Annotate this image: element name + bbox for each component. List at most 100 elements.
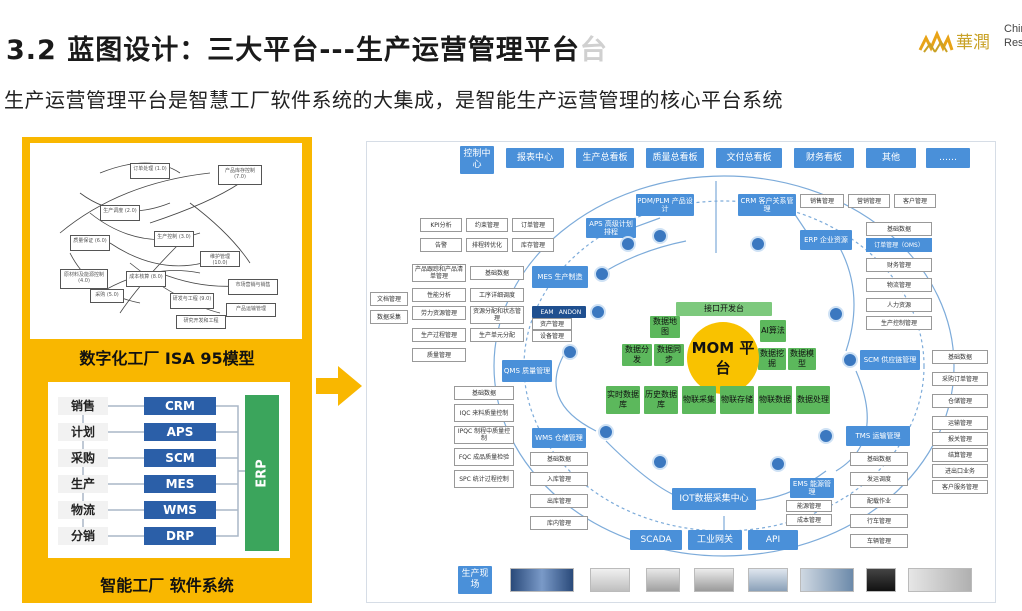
mes-inner-item: 资产管理 xyxy=(532,318,572,330)
ems-sub-item: 能源管理 xyxy=(786,500,832,512)
top-item-other[interactable]: 其他 xyxy=(866,148,916,168)
sw-stage-plan: 计划 xyxy=(58,423,108,441)
mom-green-item: 数据模型 xyxy=(788,348,816,370)
module-wms[interactable]: WMS 仓储管理 xyxy=(532,428,586,448)
connector-node xyxy=(652,228,668,244)
scm-sub-item: 报关管理 xyxy=(932,432,988,446)
mes-sub-item: 资源分配和状态管理 xyxy=(470,306,524,324)
connector-node xyxy=(594,266,610,282)
module-scm[interactable]: SCM 供应链管理 xyxy=(860,350,920,370)
mom-data-item: 物联采集 xyxy=(682,386,716,414)
scm-sub-item: 基础数据 xyxy=(932,350,988,364)
scm-sub-item: 仓储管理 xyxy=(932,394,988,408)
scm-sub-item: 结算管理 xyxy=(932,448,988,462)
qms-sub-item: IQC 来料质量控制 xyxy=(454,404,514,422)
sw-erp: ERP xyxy=(245,395,279,551)
module-crm[interactable]: CRM 客户关系管理 xyxy=(738,194,796,216)
title-text: 3.2 蓝图设计：三大平台---生产运营管理平台 xyxy=(6,35,580,66)
connector-node xyxy=(620,236,636,252)
top-item-more[interactable]: …… xyxy=(926,148,970,168)
module-ems[interactable]: EMS 能源管理 xyxy=(790,478,834,498)
module-qms[interactable]: QMS 质量管理 xyxy=(502,360,552,382)
software-caption: 智能工厂 软件系统 xyxy=(100,576,234,595)
sw-drp: DRP xyxy=(144,527,216,545)
module-plm[interactable]: PDM/PLM 产品设计 xyxy=(636,194,694,216)
connector-node xyxy=(828,306,844,322)
isa-box: 产品库存控制 (7.0) xyxy=(218,165,262,185)
connector-node xyxy=(652,454,668,470)
erp-label: ERP xyxy=(254,458,270,488)
qms-sub-item: 基础数据 xyxy=(454,386,514,400)
mom-data-item: 实时数据库 xyxy=(606,386,640,414)
module-scada[interactable]: SCADA xyxy=(630,530,682,550)
top-item-quality-board[interactable]: 质量总看板 xyxy=(646,148,704,168)
connector-node xyxy=(750,236,766,252)
sw-stage-purchase: 采购 xyxy=(58,449,108,467)
top-item-production-board[interactable]: 生产总看板 xyxy=(576,148,634,168)
connector-node xyxy=(842,352,858,368)
field-image-machine xyxy=(590,568,630,592)
isa-box: 研发与工程 (9.0) xyxy=(170,293,214,309)
top-item-delivery-board[interactable]: 文付总看板 xyxy=(716,148,782,168)
mes-inner-item: 设备管理 xyxy=(532,330,572,342)
module-tms[interactable]: TMS 运输管理 xyxy=(846,426,910,446)
isa95-caption: 数字化工厂 ISA 95模型 xyxy=(79,349,255,368)
page-title: 3.2 蓝图设计：三大平台---生产运营管理平台台 xyxy=(6,28,608,67)
module-api[interactable]: API xyxy=(748,530,798,550)
isa-box: 原材料及能源控制 (4.0) xyxy=(60,269,108,289)
mes-sub-item: 产品跟踪和产品清单管理 xyxy=(412,264,466,282)
connector-node xyxy=(562,344,578,360)
tms-sub-item: 发运调度 xyxy=(850,472,908,486)
mes-sub-item: 基础数据 xyxy=(470,266,524,280)
mes-andon[interactable]: ANDON xyxy=(554,306,586,318)
crm-sub-item: 客户管理 xyxy=(894,194,936,208)
module-iot[interactable]: IOT数据采集中心 xyxy=(672,488,756,510)
top-item-report[interactable]: 报表中心 xyxy=(506,148,564,168)
top-item-finance-board[interactable]: 财务看板 xyxy=(794,148,854,168)
isa-box: 维护管理 (10.0) xyxy=(200,251,240,267)
isa-box: 采购 (5.0) xyxy=(90,289,124,303)
connector-node xyxy=(598,424,614,440)
module-mes[interactable]: MES 生产制造 xyxy=(532,266,588,288)
field-image-sensor xyxy=(908,568,972,592)
brand-logo: 華潤 China Resou xyxy=(918,20,1022,60)
crm-sub-item: 销售管理 xyxy=(800,194,844,208)
isa-box: 生产调度 (2.0) xyxy=(100,205,140,221)
field-label: 生产现场 xyxy=(458,566,492,594)
mom-data-item: 物联存储 xyxy=(720,386,754,414)
wms-sub-item: 出库管理 xyxy=(530,494,588,508)
tms-sub-item: 行车管理 xyxy=(850,514,908,528)
sw-aps: APS xyxy=(144,423,216,441)
isa-box: 市场营销与销售 xyxy=(228,279,278,295)
isa-box: 订单处理 (1.0) xyxy=(130,163,170,179)
aps-sub-item: 告警 xyxy=(420,238,462,252)
module-gateway[interactable]: 工业网关 xyxy=(688,530,742,550)
connector-node xyxy=(590,304,606,320)
module-erp[interactable]: ERP 企业资源 xyxy=(800,230,852,250)
tms-sub-item: 基础数据 xyxy=(850,452,908,466)
scm-sub-item: 进出口业务 xyxy=(932,464,988,478)
mom-platform[interactable]: MOM 平台 xyxy=(687,322,759,394)
sw-stage-production: 生产 xyxy=(58,475,108,493)
mom-green-item: AI算法 xyxy=(760,320,786,342)
right-arrow-icon xyxy=(316,366,362,406)
field-image-server xyxy=(800,568,854,592)
control-center-label: 控制中心 xyxy=(460,146,494,174)
scm-sub-item: 采购订单管理 xyxy=(932,372,988,386)
logo-cn: 華潤 xyxy=(956,33,990,53)
crm-sub-item: 营销管理 xyxy=(848,194,890,208)
title-ghost: 台 xyxy=(579,35,608,66)
mom-green-item: 数据挖掘 xyxy=(758,348,786,370)
sw-wms: WMS xyxy=(144,501,216,519)
wms-sub-item: 基础数据 xyxy=(530,452,588,466)
qms-sub-item: FQC 成品质量检验 xyxy=(454,448,514,466)
field-image-robot xyxy=(646,568,680,592)
module-aps[interactable]: APS 高级计划排程 xyxy=(586,218,636,238)
mes-sub-item: 工序详细调度 xyxy=(470,288,524,302)
erp-sub-item: 生产控制管理 xyxy=(866,316,932,330)
scm-sub-item: 运输管理 xyxy=(932,416,988,430)
field-image-scanner xyxy=(866,568,896,592)
mom-green-item: 数据同步 xyxy=(654,344,684,366)
sw-stage-distribution: 分销 xyxy=(58,527,108,545)
isa-box: 生产控制 (3.0) xyxy=(154,231,194,247)
